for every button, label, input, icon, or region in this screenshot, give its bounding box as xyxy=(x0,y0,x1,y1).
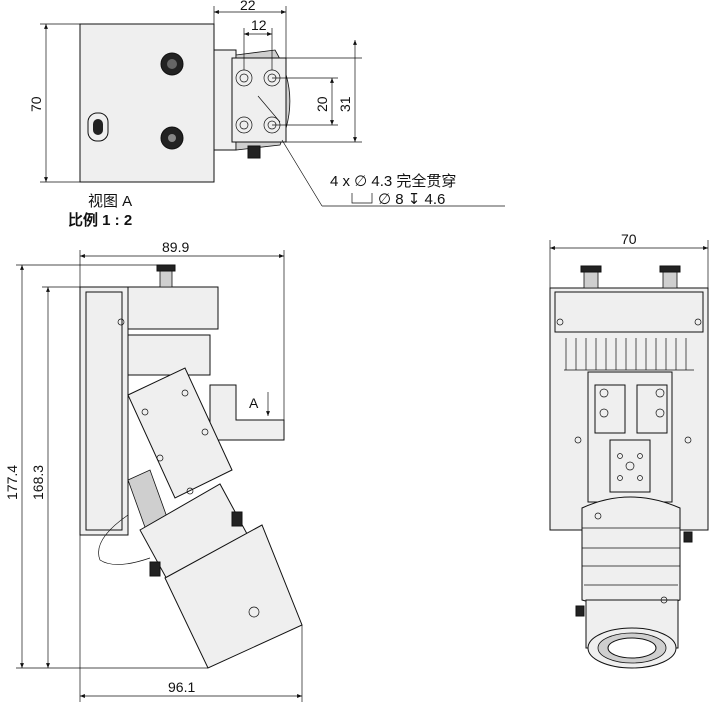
dim-12-label: 12 xyxy=(251,17,267,33)
dim-96-1-label: 96.1 xyxy=(168,679,195,695)
front-heatsink xyxy=(564,338,694,371)
dim-177-4-label: 177.4 xyxy=(4,465,20,500)
side-arm xyxy=(209,384,285,441)
side-mid-bracket xyxy=(127,334,211,376)
side-view: A 89.9 177.4 168.3 96.1 xyxy=(4,239,303,702)
hole-callout-text: 4 x ∅ 4.3 完全贯穿 xyxy=(330,172,456,190)
dim-20-label: 20 xyxy=(314,96,330,112)
view-a-top: 22 12 70 20 31 4 x ∅ 4.3 完全贯穿 ∅ 8 ↧ 4.6 … xyxy=(28,0,505,229)
side-upper-block xyxy=(127,286,219,330)
dim-70-left-label: 70 xyxy=(28,96,44,112)
dim-31-label: 31 xyxy=(337,96,353,112)
dim-70-front-label: 70 xyxy=(621,231,637,247)
side-camera-body xyxy=(127,367,233,499)
front-connector-2-icon xyxy=(662,271,678,289)
view-name-label: 视图 A xyxy=(88,193,132,210)
front-connector-1-icon xyxy=(583,271,599,289)
top-hole-plate xyxy=(231,57,287,143)
front-view: 70 xyxy=(549,231,709,669)
side-connector-icon xyxy=(159,269,173,288)
counterbore-text: ∅ 8 ↧ 4.6 xyxy=(378,191,445,208)
dim-168-3-label: 168.3 xyxy=(30,465,46,500)
dim-22-label: 22 xyxy=(240,0,256,13)
top-plate xyxy=(79,23,215,183)
scale-label: 比例 1 : 2 xyxy=(68,211,132,229)
dim-89-9-label: 89.9 xyxy=(162,239,189,255)
section-marker-label: A xyxy=(249,395,259,411)
